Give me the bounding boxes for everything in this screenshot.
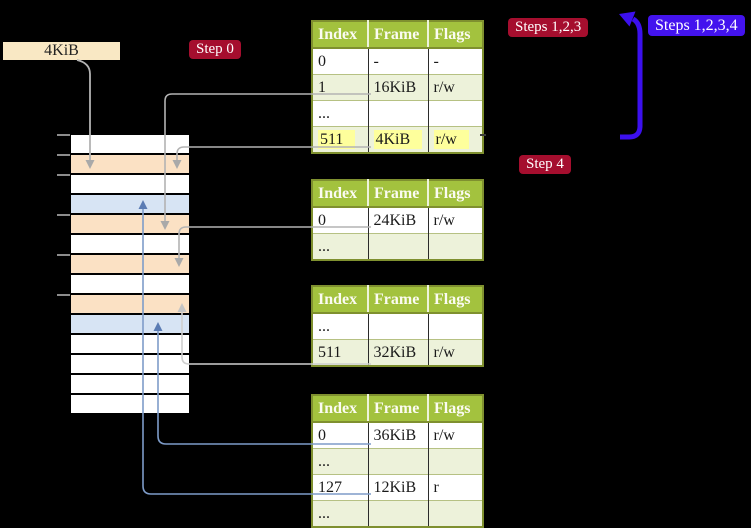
step-4-badge: Step 4 bbox=[519, 155, 571, 174]
memory-frame-row bbox=[71, 155, 189, 175]
steps-123-badge: Steps 1,2,3 bbox=[508, 18, 589, 37]
memory-frame-row bbox=[71, 335, 189, 355]
table-cell: r bbox=[428, 474, 483, 501]
memory-frame-row bbox=[71, 135, 189, 155]
memory-frame-row bbox=[71, 195, 189, 215]
table-cell: r/w bbox=[428, 421, 483, 449]
table-cell: 4KiB bbox=[368, 126, 429, 153]
table-cell bbox=[368, 448, 429, 475]
table-cell bbox=[428, 500, 483, 527]
table-cell bbox=[368, 100, 429, 127]
column-header-flags: Flags bbox=[428, 21, 483, 49]
table-row: 0-- bbox=[312, 47, 483, 75]
table-cell bbox=[428, 233, 483, 260]
arrowhead-icon bbox=[619, 11, 636, 27]
memory-frame-row bbox=[71, 315, 189, 335]
column-header-frame: Frame bbox=[368, 180, 429, 208]
arrow-steps-loop bbox=[620, 16, 643, 140]
table-row: ... bbox=[312, 500, 483, 527]
table-cell: 511 bbox=[312, 126, 369, 153]
table-cell: r/w bbox=[428, 339, 483, 366]
memory-frame-row bbox=[71, 275, 189, 295]
table-cell: - bbox=[368, 47, 429, 75]
memory-frame-row bbox=[71, 355, 189, 375]
column-header-index: Index bbox=[312, 180, 369, 208]
column-header-index: Index bbox=[312, 286, 369, 314]
steps-1234-badge: Steps 1,2,3,4 bbox=[648, 15, 745, 36]
highlighted-value: 4KiB bbox=[373, 129, 423, 149]
table-cell: 24KiB bbox=[368, 206, 429, 234]
table-cell: ... bbox=[312, 233, 369, 260]
table-cell: 1 bbox=[312, 74, 369, 101]
table-row: 511 4KiB r/w bbox=[312, 126, 483, 153]
table-cell: 0 bbox=[312, 206, 369, 234]
column-header-flags: Flags bbox=[428, 286, 483, 314]
column-header-flags: Flags bbox=[428, 180, 483, 208]
table-cell bbox=[428, 312, 483, 340]
memory-frame-row bbox=[71, 235, 189, 255]
memory-frame-row bbox=[71, 215, 189, 235]
table-cell: 16KiB bbox=[368, 74, 429, 101]
table-cell: r/w bbox=[428, 206, 483, 234]
table-cell: 0 bbox=[312, 47, 369, 75]
memory-frame-row bbox=[71, 295, 189, 315]
table-cell bbox=[368, 312, 429, 340]
memory-frame-row bbox=[71, 175, 189, 195]
table-row: ... bbox=[312, 448, 483, 475]
memory-frame-row bbox=[71, 375, 189, 395]
table-cell: 12KiB bbox=[368, 474, 429, 501]
table-row: ... bbox=[312, 233, 483, 260]
table-cell: ... bbox=[312, 100, 369, 127]
column-header-frame: Frame bbox=[368, 21, 429, 49]
table-cell: r/w bbox=[428, 126, 483, 153]
table-cell bbox=[368, 233, 429, 260]
table-cell: r/w bbox=[428, 74, 483, 101]
table-cell: - bbox=[428, 47, 483, 75]
column-header-frame: Frame bbox=[368, 395, 429, 423]
table-cell: 32KiB bbox=[368, 339, 429, 366]
table-cell bbox=[428, 448, 483, 475]
table-row: ... bbox=[312, 100, 483, 127]
column-header-index: Index bbox=[312, 395, 369, 423]
highlighted-value: 511 bbox=[318, 129, 356, 149]
page-size-label: 4KiB bbox=[3, 42, 120, 60]
table-cell: 0 bbox=[312, 421, 369, 449]
column-header-flags: Flags bbox=[428, 395, 483, 423]
table-cell bbox=[368, 500, 429, 527]
memory-frame-row bbox=[71, 255, 189, 275]
column-header-index: Index bbox=[312, 21, 369, 49]
table-cell: 127 bbox=[312, 474, 369, 501]
table-cell bbox=[428, 100, 483, 127]
table-cell: ... bbox=[312, 500, 369, 527]
physical-memory-column bbox=[69, 133, 191, 415]
highlighted-value: r/w bbox=[433, 129, 469, 149]
table-row: ... bbox=[312, 312, 483, 340]
table-cell: 511 bbox=[312, 339, 369, 366]
memory-frame-row bbox=[71, 395, 189, 413]
table-cell: ... bbox=[312, 448, 369, 475]
table-cell: ... bbox=[312, 312, 369, 340]
table-cell: 36KiB bbox=[368, 421, 429, 449]
step-0-badge: Step 0 bbox=[189, 40, 241, 59]
column-header-frame: Frame bbox=[368, 286, 429, 314]
